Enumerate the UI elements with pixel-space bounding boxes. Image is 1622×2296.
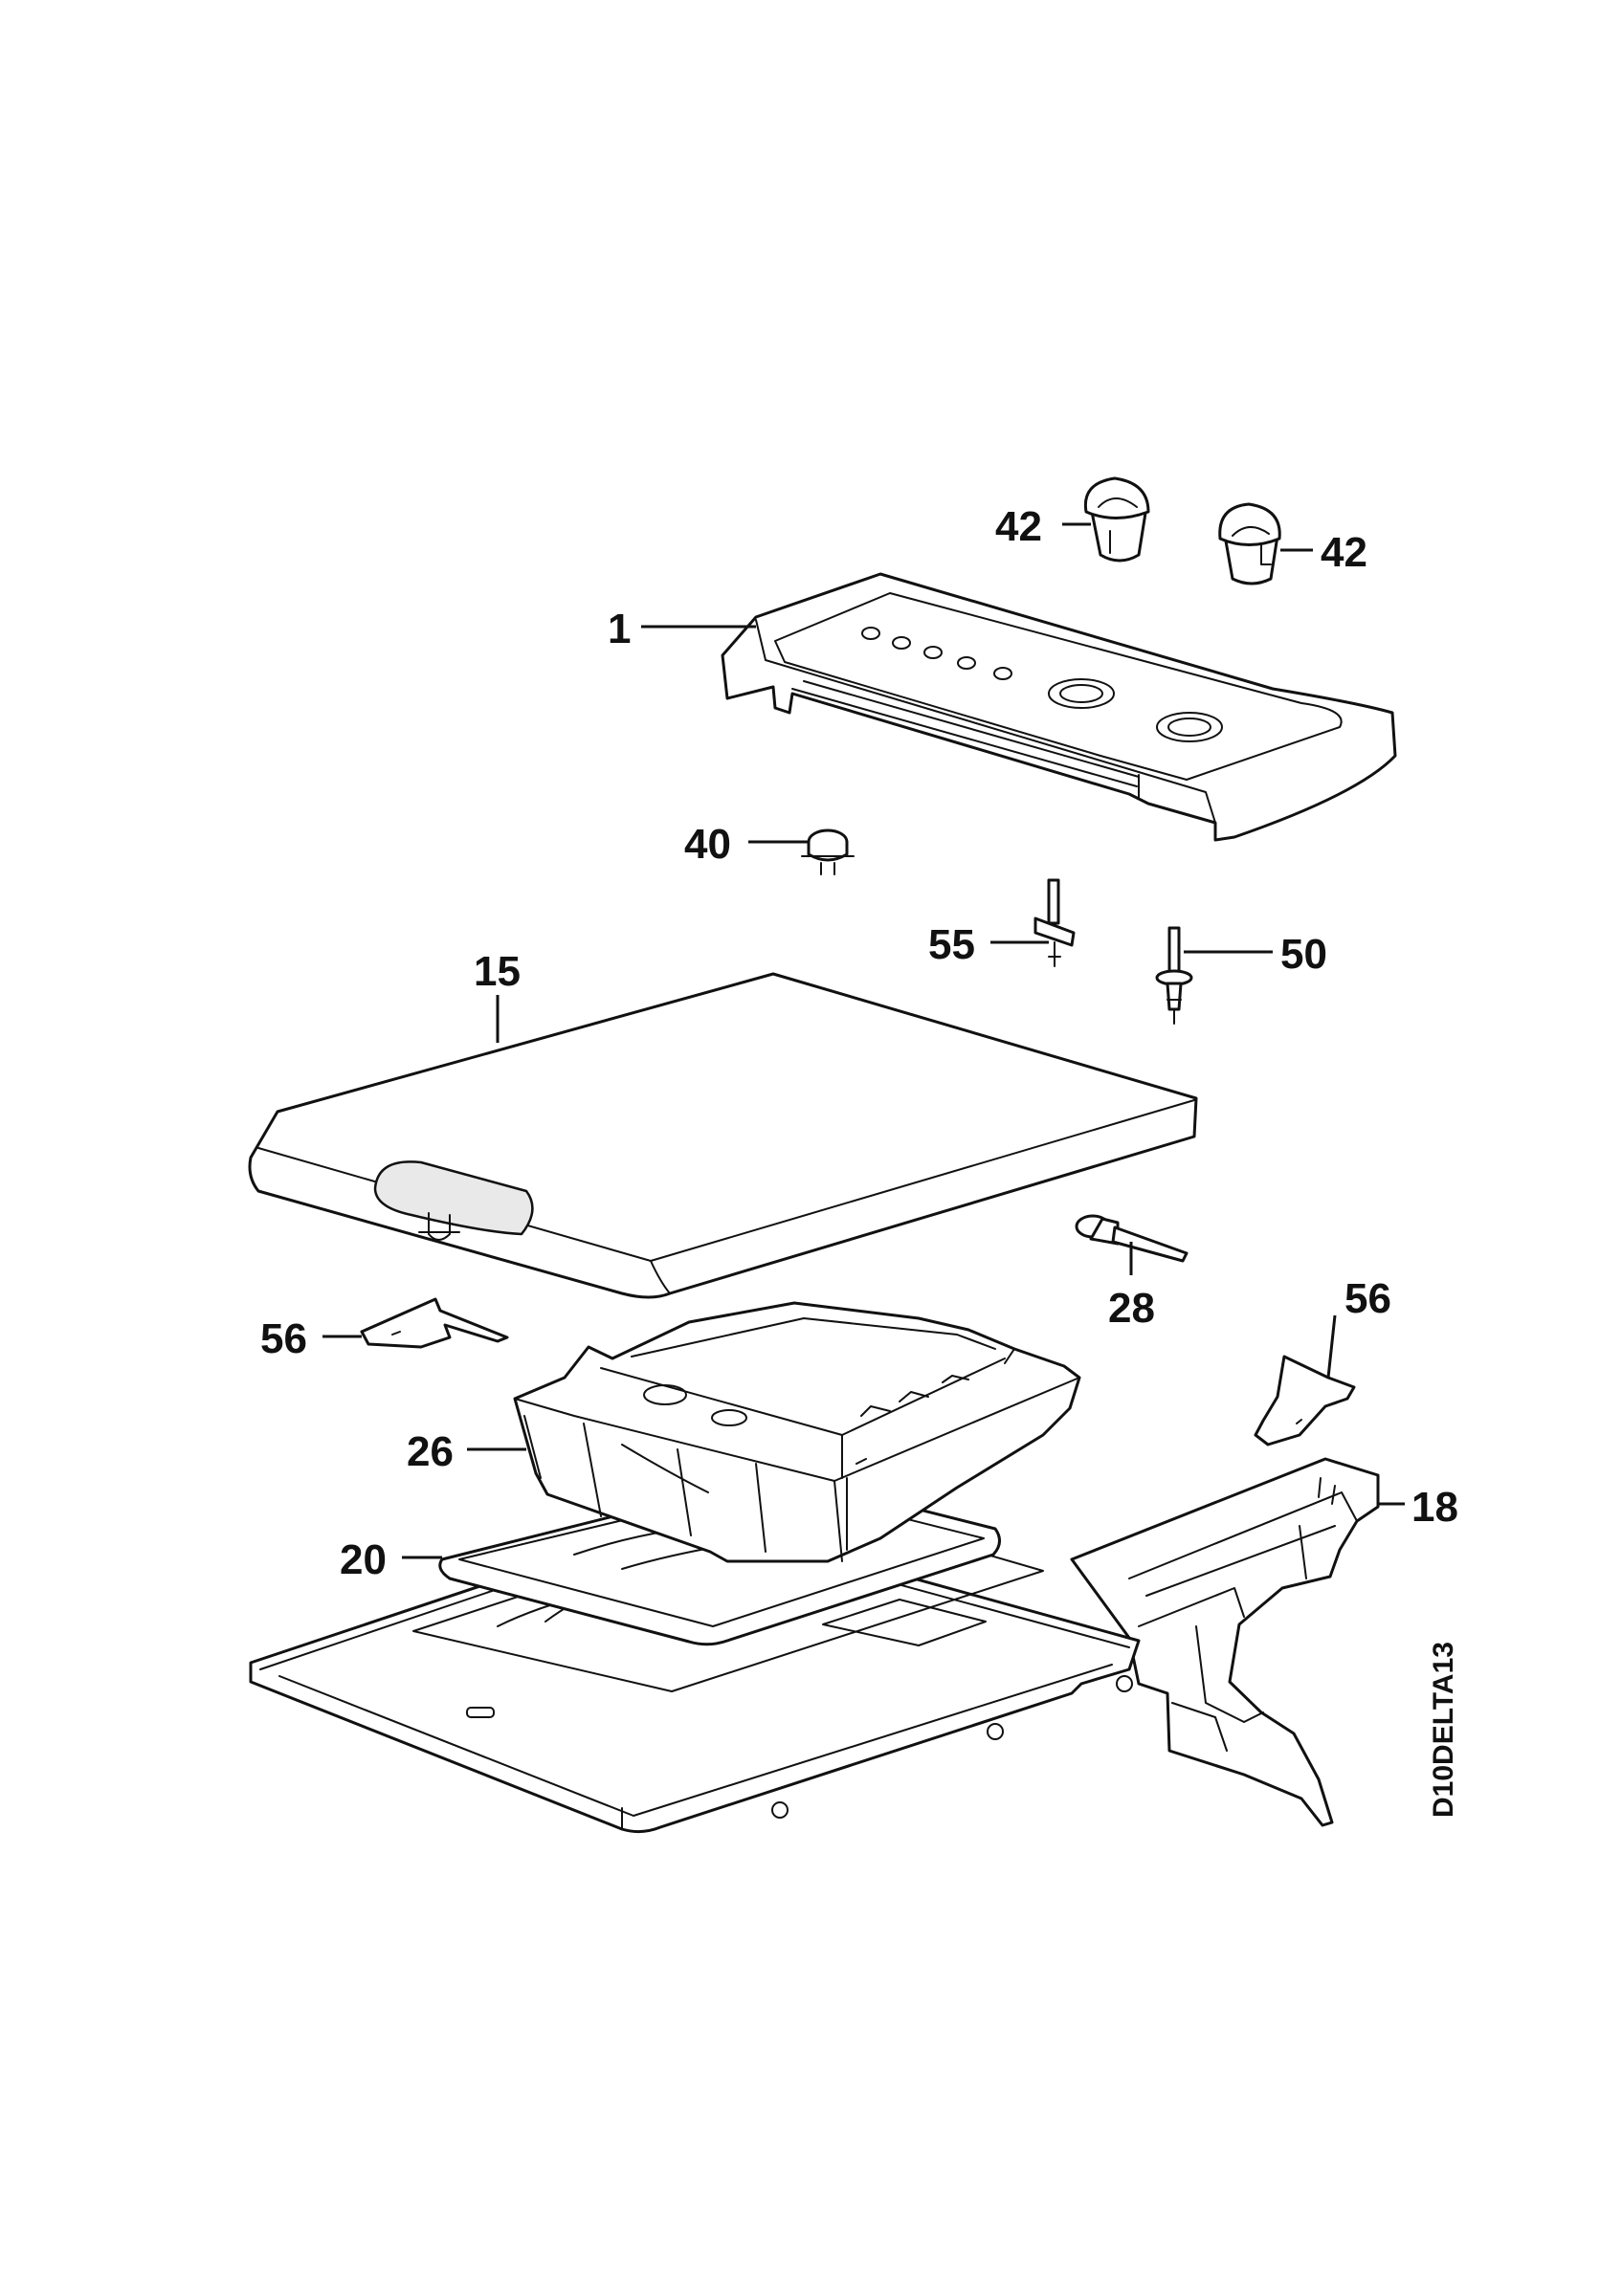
callout-50: 50 xyxy=(1280,931,1327,978)
callout-20: 20 xyxy=(340,1536,387,1583)
callout-1: 1 xyxy=(608,606,631,652)
callout-26: 26 xyxy=(407,1428,454,1475)
callout-28: 28 xyxy=(1108,1285,1155,1332)
callout-56-left: 56 xyxy=(260,1315,307,1362)
callout-42-left: 42 xyxy=(995,503,1042,550)
part-26-detergent-drawer xyxy=(513,1301,1081,1563)
part-56-bracket-left xyxy=(360,1297,509,1349)
part-1-control-panel xyxy=(721,572,1397,842)
part-50-pin xyxy=(1155,926,1193,1025)
part-28-pin xyxy=(1075,1214,1189,1263)
part-42-knob-left xyxy=(1083,476,1150,563)
callout-18: 18 xyxy=(1411,1484,1458,1531)
drawing-code: D10DELTA13 xyxy=(1428,1642,1459,1818)
callout-40: 40 xyxy=(684,821,731,868)
callout-42-right: 42 xyxy=(1321,529,1367,576)
callout-15: 15 xyxy=(474,948,521,995)
callout-56-right: 56 xyxy=(1344,1275,1391,1322)
part-18-hinge-rail xyxy=(1070,1457,1380,1827)
part-40-switch xyxy=(801,828,855,875)
part-42-knob-right xyxy=(1218,502,1281,585)
callout-55: 55 xyxy=(928,921,975,968)
part-15-lid xyxy=(248,972,1198,1299)
part-56-bracket-right xyxy=(1254,1355,1356,1446)
part-55-pin xyxy=(1033,878,1076,967)
